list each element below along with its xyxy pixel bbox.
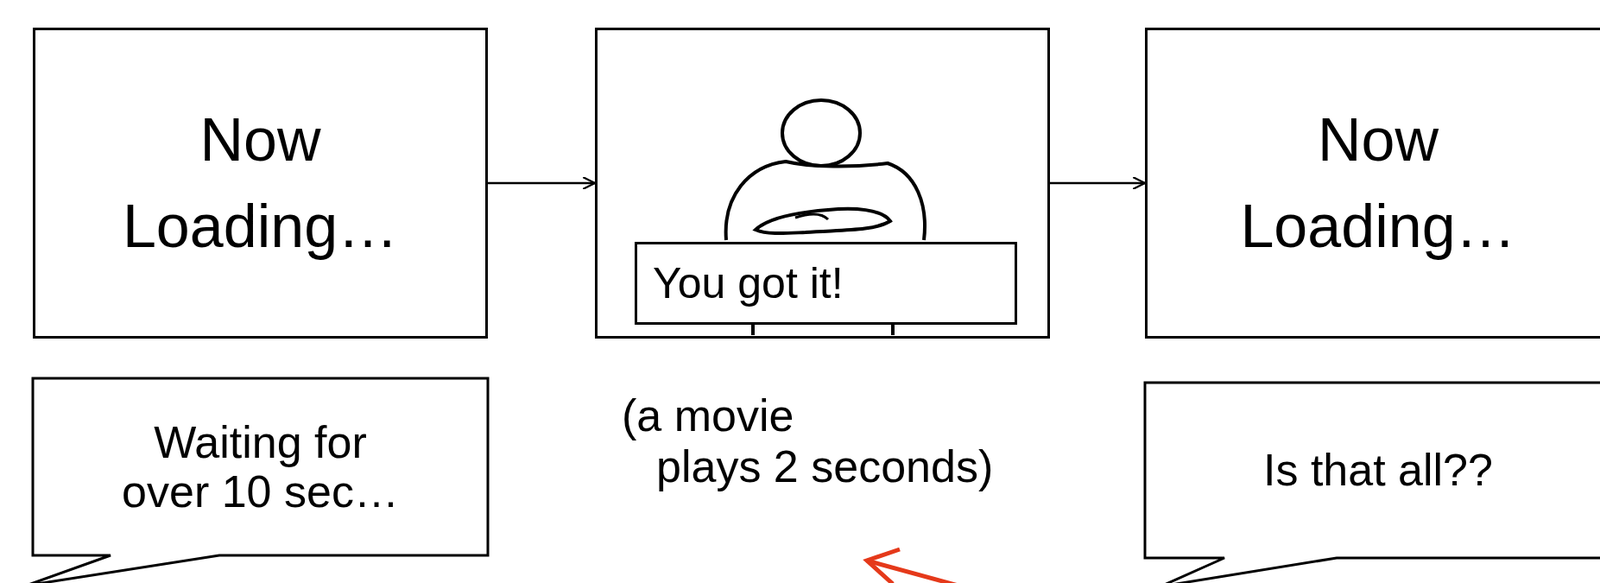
pointer-arrow <box>866 549 1028 583</box>
figure-head <box>782 100 861 166</box>
bubble-shape <box>1144 382 1600 583</box>
figure-hand <box>795 214 829 220</box>
speech-bubble: Waiting for over 10 sec… <box>32 378 488 556</box>
flow-arrow <box>1049 182 1145 185</box>
caption-spacer <box>846 390 1019 442</box>
node-text: Waiting for over 10 sec… <box>113 417 408 517</box>
node-text: Now Loading… <box>1188 96 1569 270</box>
caption-area: (a movie plays 2 seconds) <box>621 390 1019 493</box>
bubble-shape <box>25 378 488 583</box>
figure-arms <box>755 208 891 234</box>
message-box: You got it! <box>634 241 1018 325</box>
pointer-head <box>866 549 900 583</box>
node-text: Is that all?? <box>1263 445 1493 495</box>
flow-arrow <box>487 182 595 185</box>
loading-screen: Now Loading… <box>32 27 488 339</box>
caption-text: (a movie plays 2 seconds) <box>621 390 1019 493</box>
movie-screen: (a movie plays 2 seconds)You got it! <box>594 27 1050 339</box>
figure-body <box>726 161 925 241</box>
node-text: Now Loading… <box>70 96 451 270</box>
node-text: You got it! <box>652 257 844 310</box>
speech-bubble: Is that all?? <box>1144 382 1600 558</box>
pointer-shaft <box>866 560 1028 583</box>
loading-screen: Now Loading… <box>1144 27 1600 339</box>
